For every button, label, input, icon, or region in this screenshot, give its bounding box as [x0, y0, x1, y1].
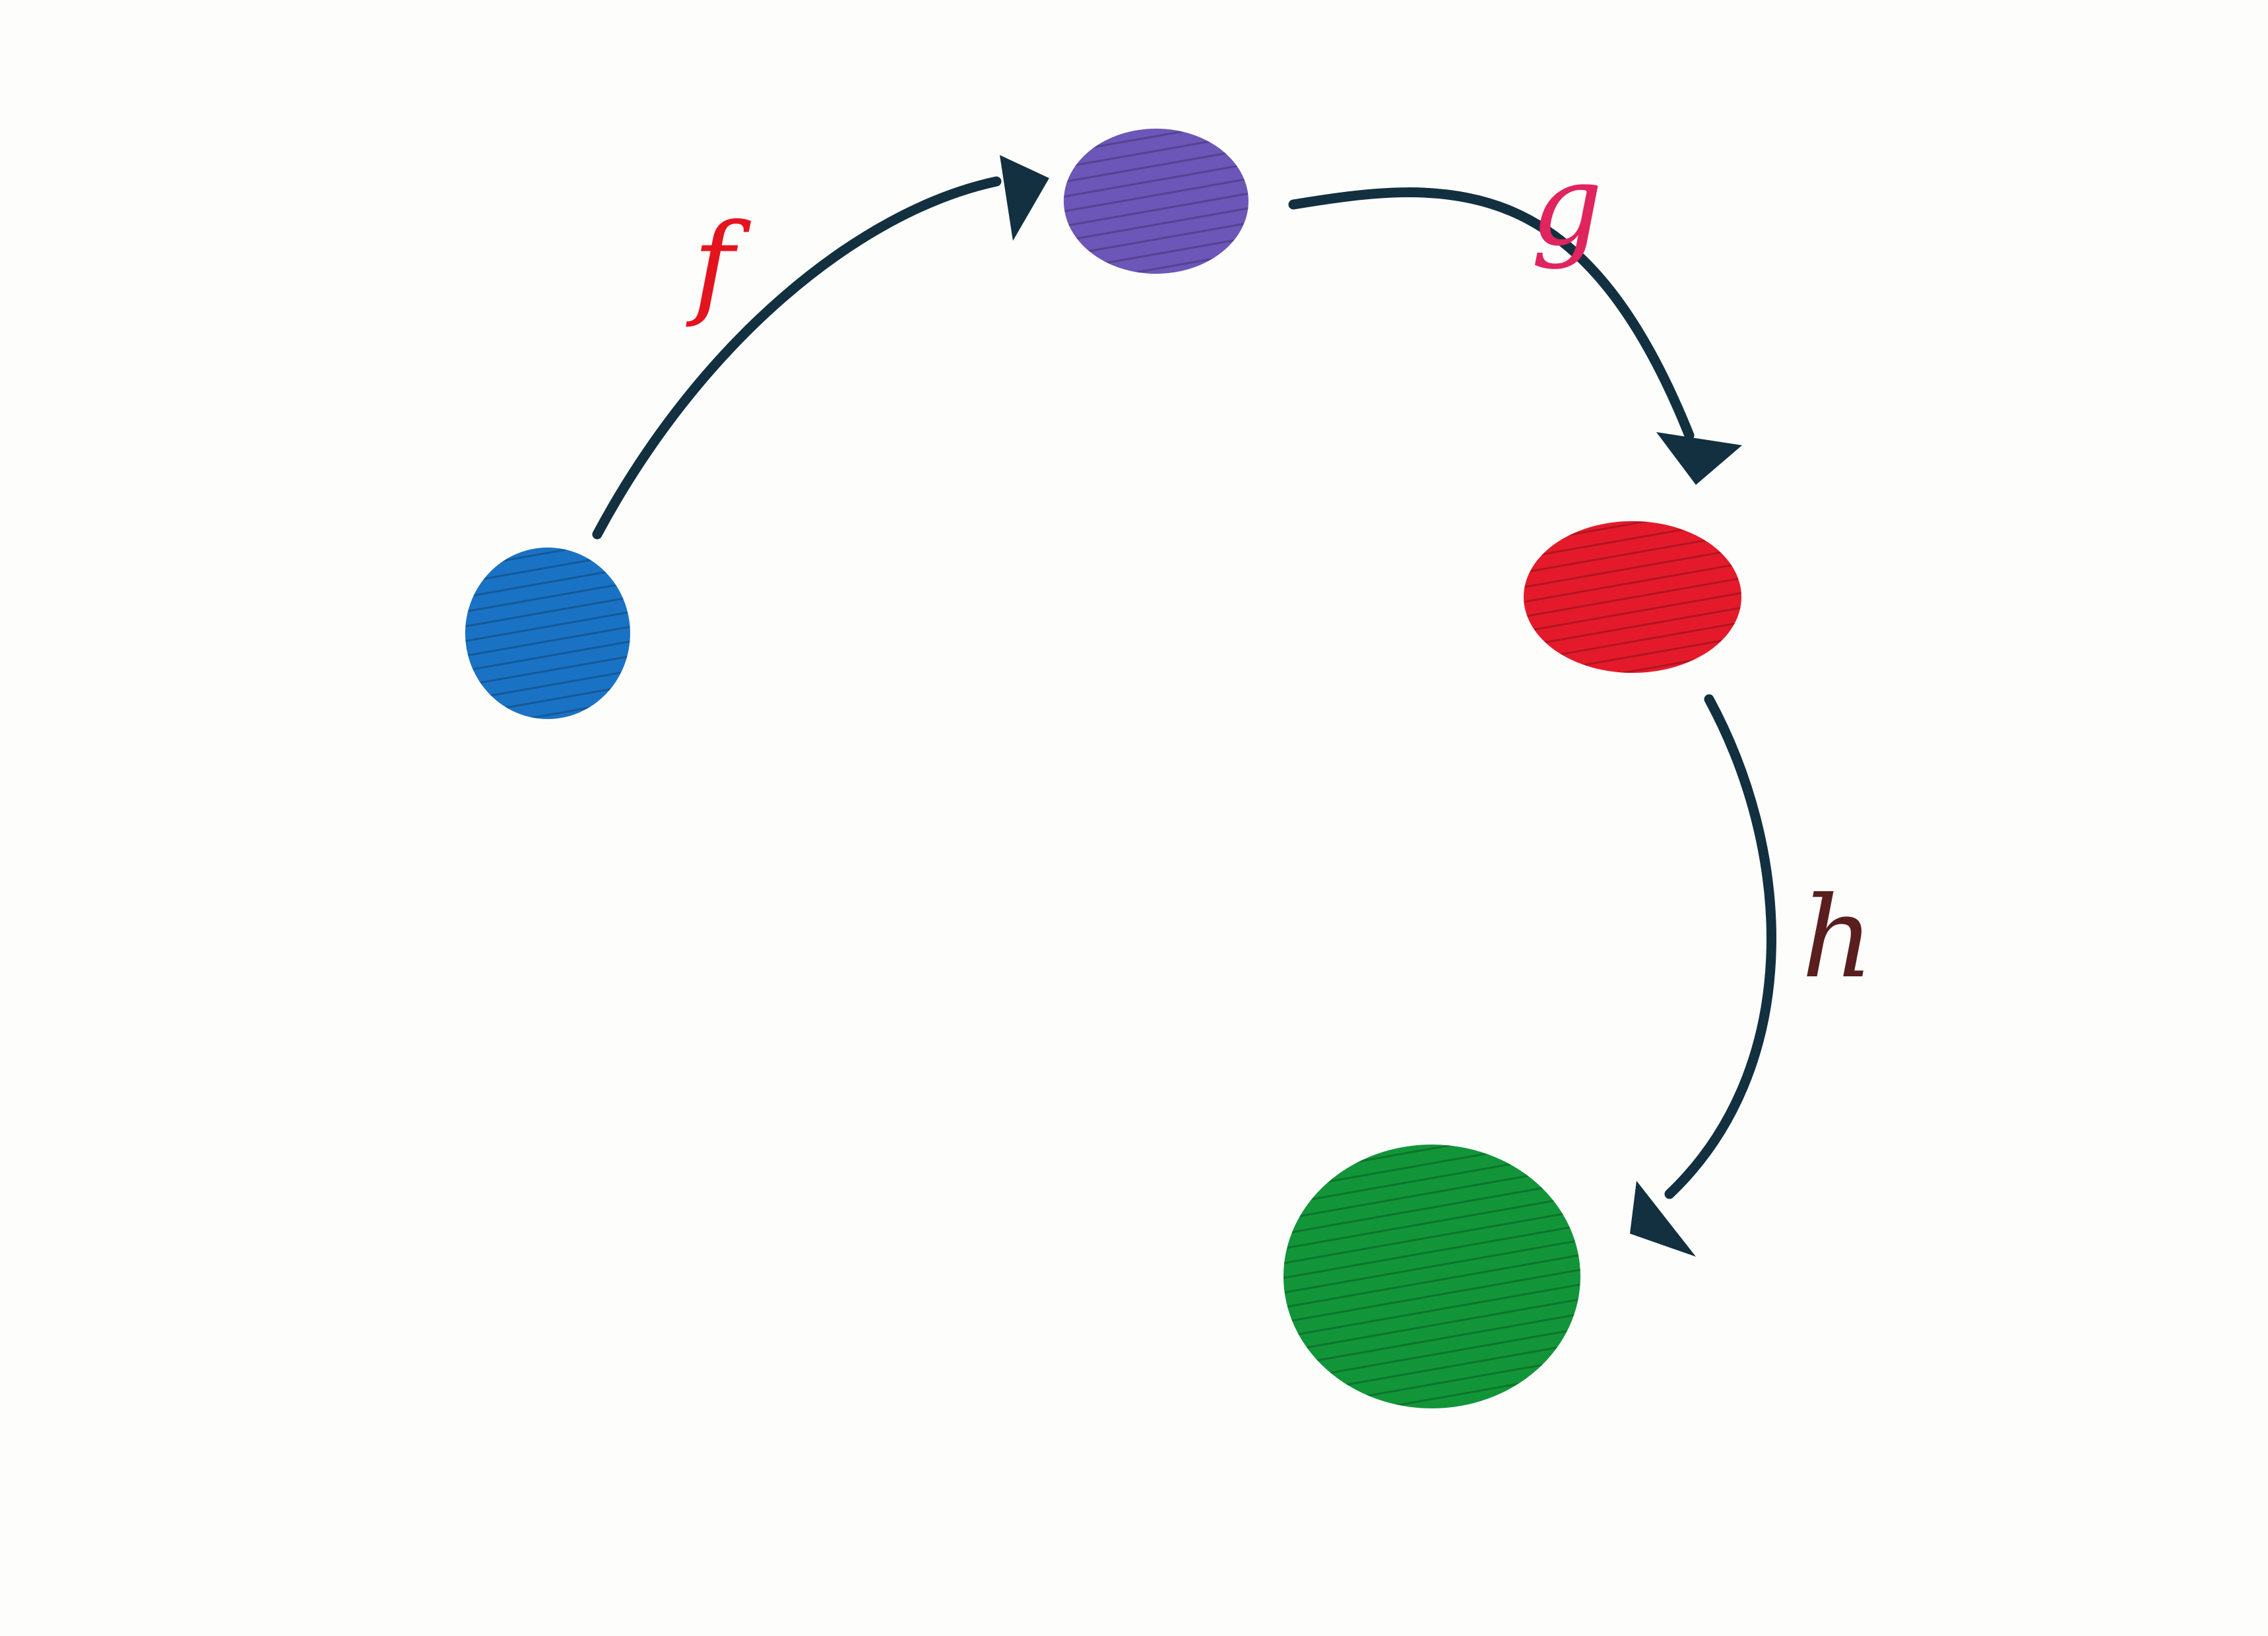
- edge-label-h: h: [1801, 873, 1874, 1003]
- arrow-f: [592, 155, 1049, 540]
- node-purple: [1064, 129, 1248, 274]
- node-red: [1524, 521, 1741, 673]
- node-green: [1283, 1145, 1580, 1408]
- arrow-h: [1630, 694, 1776, 1257]
- edge-label-f: f: [686, 200, 752, 330]
- node-blue: [465, 548, 630, 719]
- arrow-g: [1288, 187, 1742, 485]
- edge-label-g: g: [1531, 141, 1603, 271]
